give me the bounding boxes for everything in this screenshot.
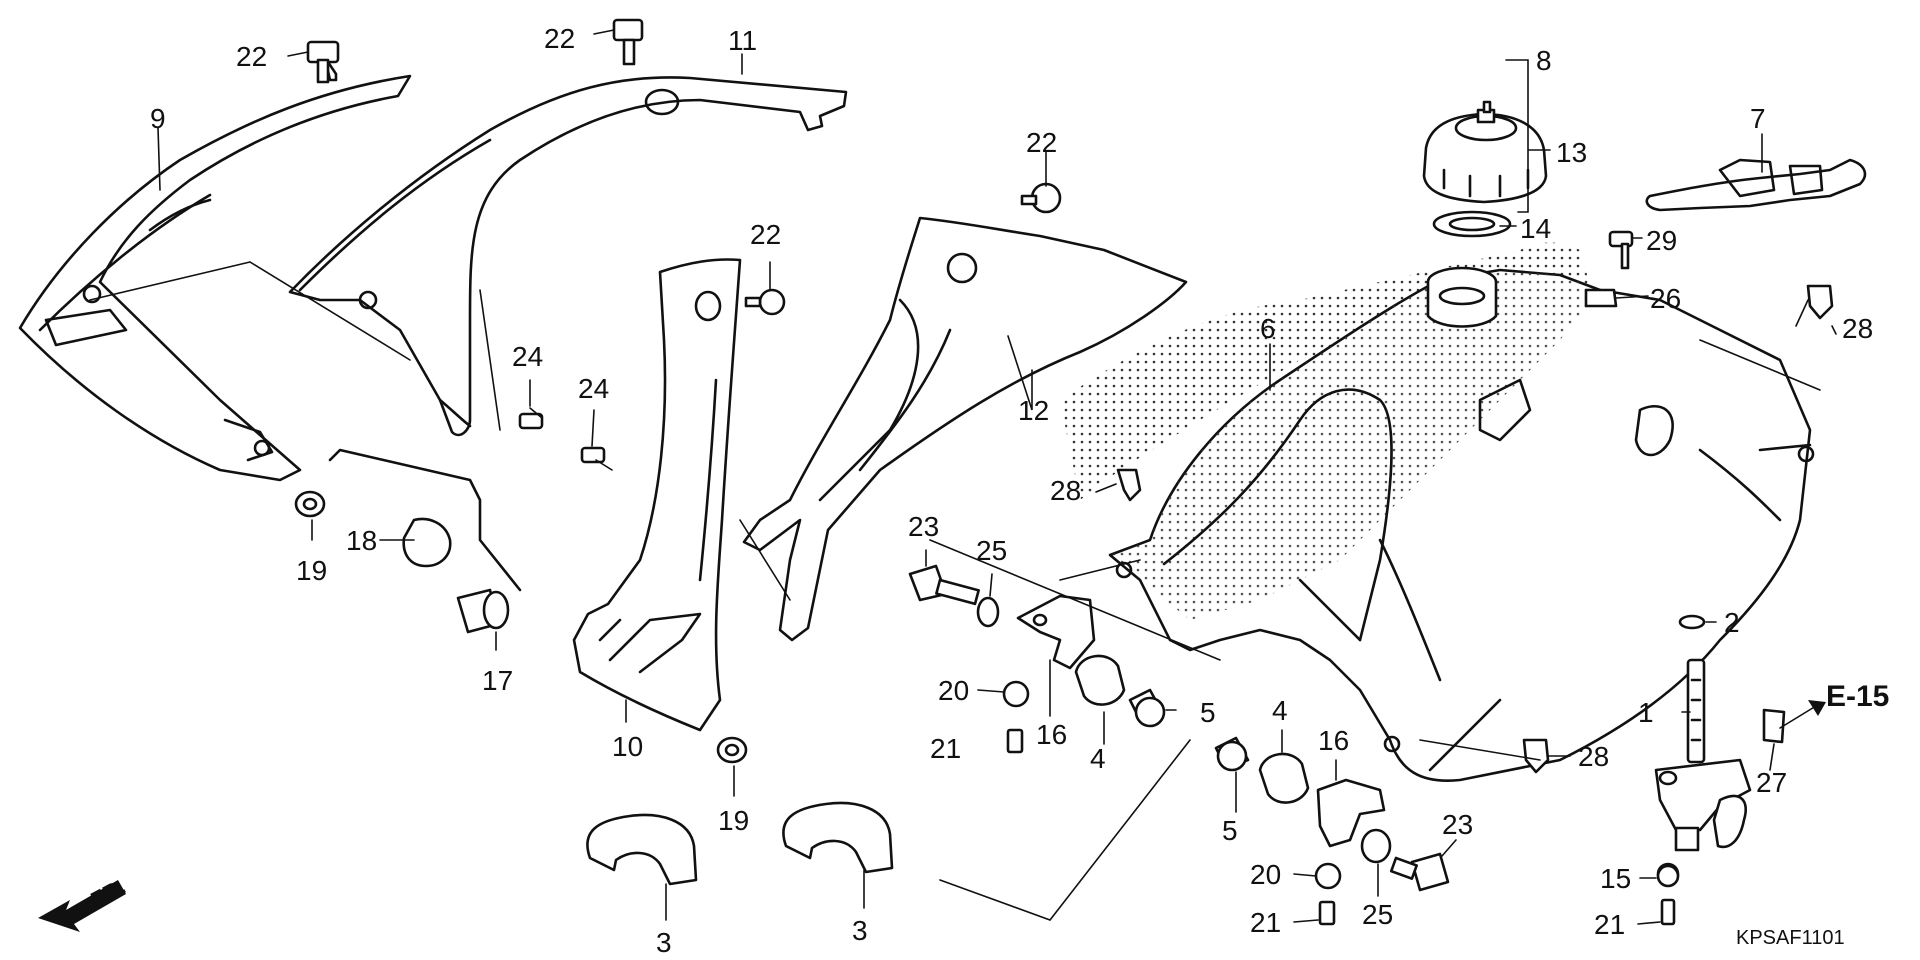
callout-label: 12 <box>1018 395 1049 426</box>
callout-label: 22 <box>750 219 781 250</box>
callout-label: 3 <box>656 927 672 958</box>
callout-label: 16 <box>1036 719 1067 750</box>
callout-label: 3 <box>852 915 868 946</box>
callout-label: 10 <box>612 731 643 762</box>
callout-label: 6 <box>1260 313 1276 344</box>
leader-lines <box>89 29 1837 925</box>
callout-label: 7 <box>1750 103 1766 134</box>
front-direction-arrow <box>38 880 126 932</box>
callout-label: 1 <box>1638 697 1654 728</box>
callout-label: 22 <box>1026 127 1057 158</box>
hardware-parts <box>294 18 1834 926</box>
callout-label: 25 <box>1362 899 1393 930</box>
side-cover-part <box>572 258 742 732</box>
callout-label: 9 <box>150 103 166 134</box>
callout-label: 24 <box>578 373 609 404</box>
callout-label: 13 <box>1556 137 1587 168</box>
callout-label: 28 <box>1578 741 1609 772</box>
callout-label: 4 <box>1090 743 1106 774</box>
callout-label: 15 <box>1600 863 1631 894</box>
callout-label: 20 <box>938 675 969 706</box>
diagram-code: KPSAF1101 <box>1736 927 1845 949</box>
callout-label: 16 <box>1318 725 1349 756</box>
callout-label: 21 <box>1250 907 1281 938</box>
callout-labels: 22 22 11 9 22 22 12 24 24 19 18 17 10 19… <box>87 23 1890 958</box>
callout-label: 18 <box>346 525 377 556</box>
callout-label: 23 <box>1442 809 1473 840</box>
callout-label: 5 <box>1200 697 1216 728</box>
callout-label: 23 <box>908 511 939 542</box>
callout-label: 26 <box>1650 283 1681 314</box>
tank-band-part <box>1645 158 1867 212</box>
callout-label: 21 <box>930 733 961 764</box>
callout-label: 24 <box>512 341 543 372</box>
breather-tube-part <box>1297 22 1501 221</box>
callout-label: 2 <box>1724 607 1740 638</box>
callout-label: 11 <box>728 25 757 56</box>
callout-label: 17 <box>482 665 513 696</box>
callout-label: 25 <box>976 535 1007 566</box>
callout-label: 27 <box>1756 767 1787 798</box>
right-radiator-shroud-part <box>288 76 848 437</box>
reference-arrow <box>1779 700 1826 729</box>
callout-label: 28 <box>1050 475 1081 506</box>
callout-label: 5 <box>1222 815 1238 846</box>
fuel-tank-part <box>1060 242 1815 782</box>
side-shroud-part <box>742 216 1188 642</box>
callout-label: 4 <box>1272 695 1288 726</box>
callout-label: 19 <box>718 805 749 836</box>
callout-label: 29 <box>1646 225 1677 256</box>
fuel-cap-part <box>1422 100 1548 204</box>
cap-gasket-part <box>1432 210 1512 238</box>
callout-label: 21 <box>1594 909 1625 940</box>
callout-label: 8 <box>1536 45 1552 76</box>
reference-label: E-15 <box>1826 680 1889 713</box>
callout-label: 22 <box>544 23 575 54</box>
callout-label: 19 <box>296 555 327 586</box>
callout-label: 22 <box>236 41 267 72</box>
callout-label: 20 <box>1250 859 1281 890</box>
callout-label: 14 <box>1520 213 1551 244</box>
fuel-valve-part <box>1654 658 1752 852</box>
callout-label: 28 <box>1842 313 1873 344</box>
